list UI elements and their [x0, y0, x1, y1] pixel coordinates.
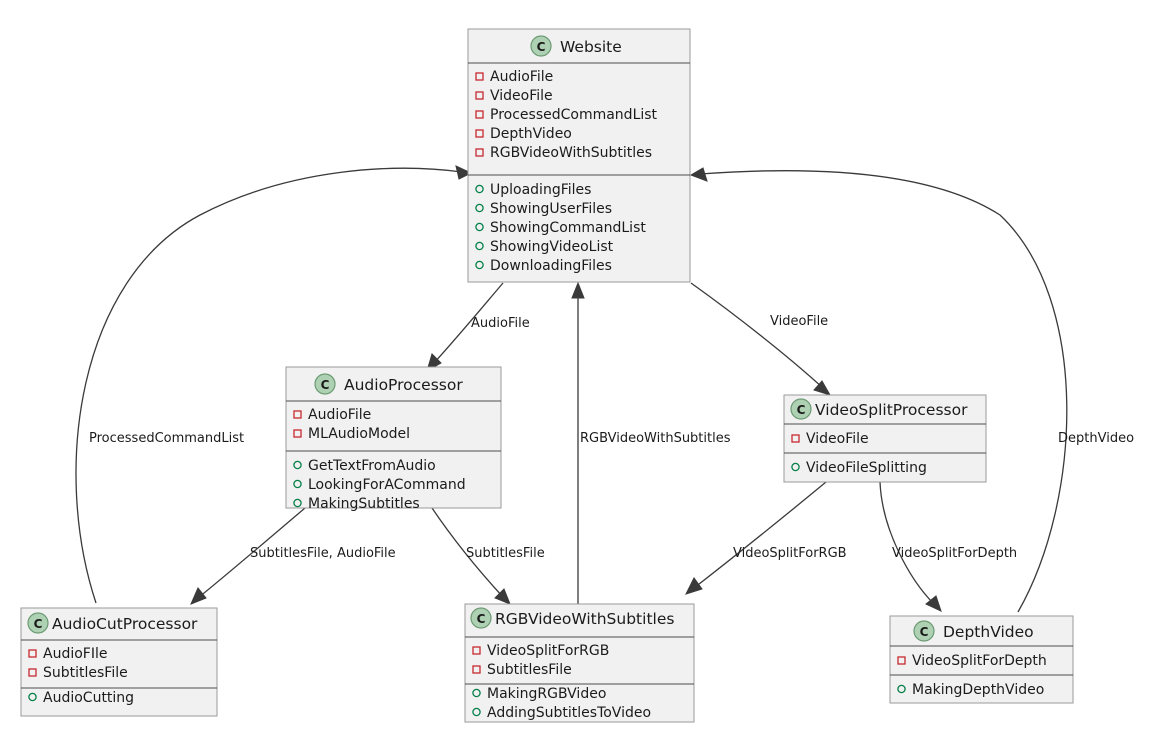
edge-label-rgbvideowithsubtitles: RGBVideoWithSubtitles	[580, 431, 731, 446]
attribute-item: MLAudioModel	[308, 426, 410, 442]
attribute-item: SubtitlesFile	[487, 662, 572, 678]
attribute-item: SubtitlesFile	[43, 665, 128, 681]
class-icon-letter: C	[477, 612, 486, 626]
attribute-item: VideoSplitForRGB	[487, 643, 609, 659]
attribute-item: AudioFile	[308, 407, 371, 423]
edge-videosplitforrgb	[685, 481, 827, 595]
attribute-item: DepthVideo	[490, 126, 572, 142]
edge-label-subtitlesfile: SubtitlesFile	[466, 546, 545, 561]
class-icon-rgbvideowithsubtitles: C	[470, 607, 492, 629]
edge-processedcommandlist	[75, 165, 473, 604]
edge-videofile	[690, 282, 832, 396]
class-title-videosplitprocessor: VideoSplitProcessor	[815, 401, 968, 419]
class-icon-letter: C	[797, 403, 806, 417]
edge-label-videofile: VideoFile	[770, 314, 828, 329]
class-box-audiocutprocessor[interactable]: C AudioCutProcessor AudioFIle SubtitlesF…	[20, 607, 218, 717]
method-item: VideoFileSplitting	[806, 460, 927, 476]
class-icon-letter: C	[321, 378, 330, 392]
edge-label-processedcommandlist: ProcessedCommandList	[89, 431, 244, 446]
class-box-audioprocessor[interactable]: C AudioProcessor AudioFile MLAudioModel …	[285, 366, 502, 512]
attribute-item: VideoFile	[806, 431, 869, 447]
class-icon-videosplitprocessor: C	[790, 398, 812, 420]
edge-subtitlesfile-audiofile	[190, 507, 306, 605]
class-box-rgbvideowithsubtitles[interactable]: C RGBVideoWithSubtitles VideoSplitForRGB…	[464, 603, 695, 723]
class-icon-letter: C	[34, 617, 43, 631]
method-item: MakingDepthVideo	[912, 682, 1044, 698]
class-box-videosplitprocessor[interactable]: C VideoSplitProcessor VideoFile VideoFil…	[783, 394, 987, 483]
class-icon-website: C	[530, 35, 552, 57]
method-item: ShowingCommandList	[490, 220, 646, 236]
edge-label-videosplitfordepth: VideoSplitForDepth	[892, 546, 1017, 561]
class-title-rgbvideowithsubtitles: RGBVideoWithSubtitles	[495, 610, 674, 628]
edge-label-subtitlesfile-audiofile: SubtitlesFile, AudioFile	[250, 546, 396, 561]
edges-layer	[75, 165, 1068, 613]
method-item: ShowingVideoList	[490, 239, 614, 255]
class-title-audiocutprocessor: AudioCutProcessor	[52, 615, 198, 633]
attribute-item: RGBVideoWithSubtitles	[490, 145, 652, 161]
method-item: GetTextFromAudio	[308, 458, 436, 474]
attribute-item: AudioFIle	[43, 646, 107, 662]
edge-label-depthvideo: DepthVideo	[1058, 431, 1134, 446]
edge-labels-layer: AudioFile VideoFile SubtitlesFile, Audio…	[89, 314, 1134, 561]
method-item: MakingRGBVideo	[487, 686, 606, 702]
class-title-audioprocessor: AudioProcessor	[344, 376, 463, 394]
edge-rgbvideowithsubtitles	[571, 281, 585, 604]
method-item: ShowingUserFiles	[490, 201, 612, 217]
method-item: AudioCutting	[43, 690, 134, 706]
class-icon-audiocutprocessor: C	[27, 612, 49, 634]
method-item: LookingForACommand	[308, 477, 466, 493]
class-title-website: Website	[560, 38, 622, 56]
class-box-website[interactable]: C Website AudioFile VideoFile ProcessedC…	[467, 28, 691, 283]
edge-label-audiofile: AudioFile	[471, 316, 530, 331]
class-icon-depthvideo: C	[913, 620, 935, 642]
edge-depthvideo	[689, 167, 1068, 613]
edge-videosplitfordepth	[879, 481, 942, 612]
method-item: AddingSubtitlesToVideo	[487, 705, 651, 721]
attribute-item: VideoFile	[490, 88, 553, 104]
method-item: MakingSubtitles	[308, 496, 420, 512]
method-item: DownloadingFiles	[490, 258, 612, 274]
class-title-depthvideo: DepthVideo	[943, 623, 1034, 641]
attribute-item: ProcessedCommandList	[490, 107, 658, 123]
edge-subtitlesfile	[431, 507, 511, 605]
attribute-item: AudioFile	[490, 69, 553, 85]
method-item: UploadingFiles	[490, 182, 591, 198]
edge-label-videosplitforrgb: VideoSplitForRGB	[733, 546, 847, 561]
attribute-item: VideoSplitForDepth	[912, 653, 1047, 669]
class-icon-audioprocessor: C	[314, 373, 336, 395]
class-icon-letter: C	[537, 40, 546, 54]
class-box-depthvideo[interactable]: C DepthVideo VideoSplitForDepth MakingDe…	[889, 615, 1074, 704]
class-icon-letter: C	[920, 625, 929, 639]
